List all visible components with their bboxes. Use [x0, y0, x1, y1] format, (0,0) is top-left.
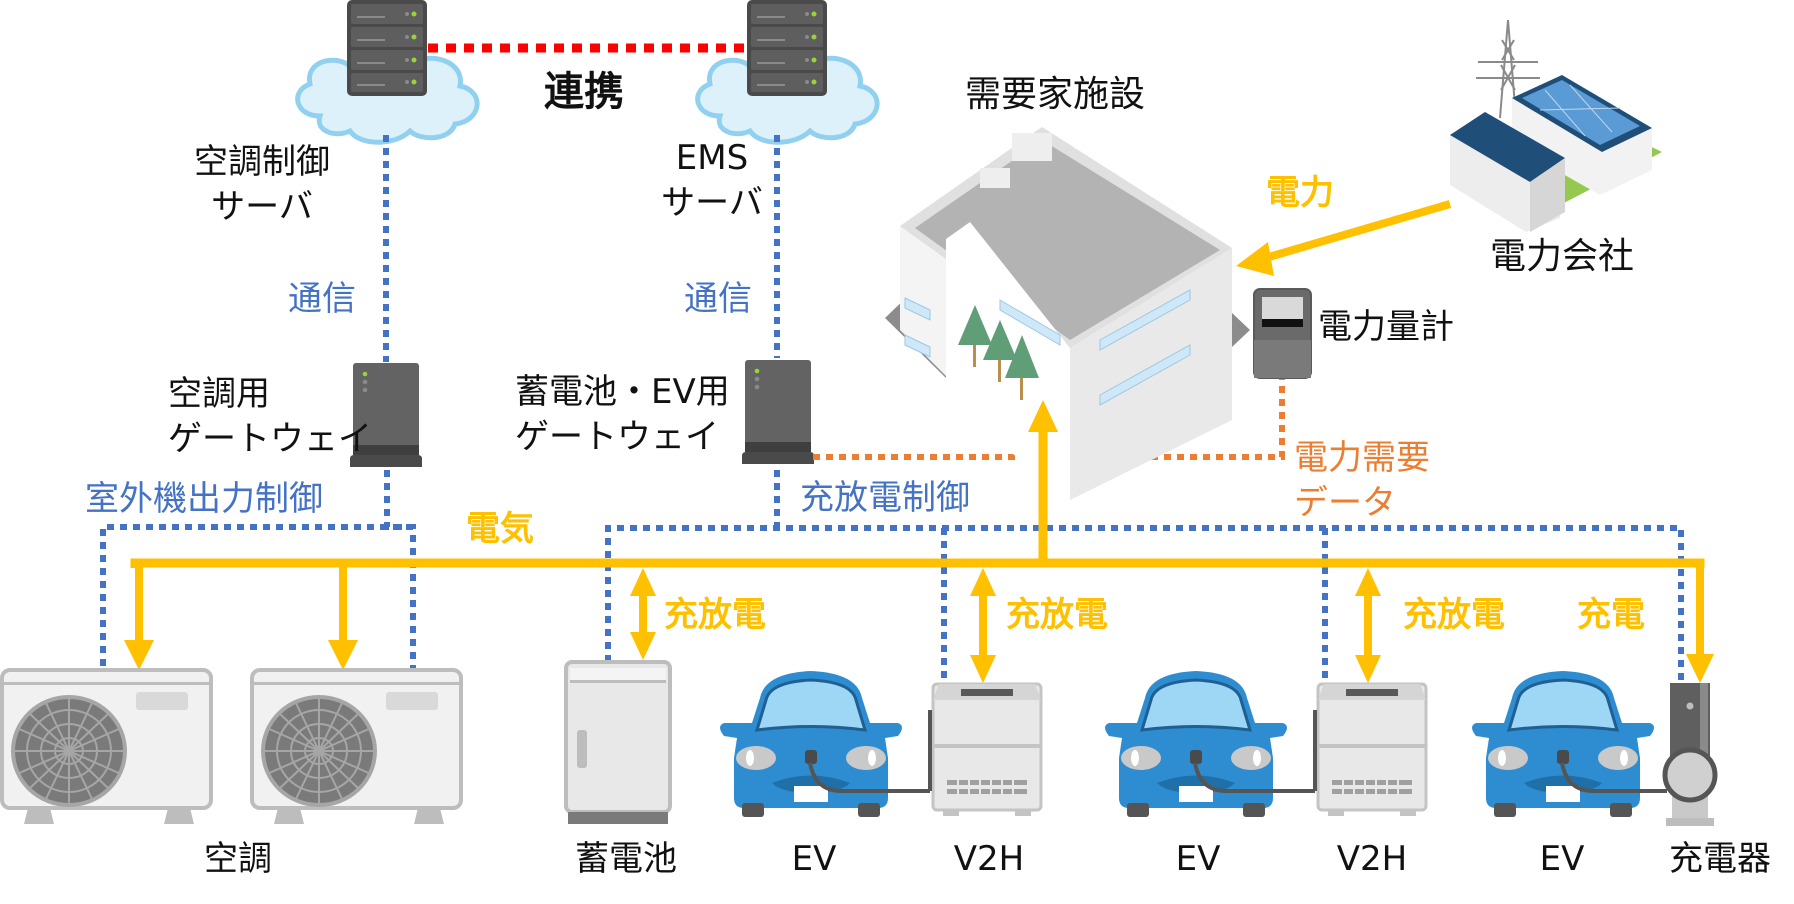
battery-flow-label: 充放電 [664, 595, 766, 635]
ac-control-line-left [100, 524, 413, 668]
charger-flow-label: 充電 [1577, 595, 1645, 635]
ac-control-server-label-line2: サーバ [211, 186, 313, 227]
outdoor-ac-unit-2-icon [250, 668, 463, 826]
link-label: 連携 [544, 69, 624, 115]
facility-building-icon [885, 127, 1250, 500]
battery-cabinet-icon [564, 660, 672, 824]
v2h1-flow-arrow-up [970, 568, 996, 596]
v2h1-flow-arrow-down [970, 655, 996, 683]
ac2-feed-arrowhead [328, 640, 358, 670]
v2h-1-icon [931, 682, 1043, 818]
ev-charger-icon [1662, 683, 1718, 826]
device-label-v2h2: V2H [1336, 839, 1408, 879]
demand-data-label-line1: 電力需要 [1294, 438, 1430, 478]
electric-riser-arrowhead [1028, 400, 1058, 432]
ev-3-icon [1470, 669, 1656, 819]
battery-flow-arrow-down [630, 632, 656, 660]
electricity-label: 電気 [466, 509, 534, 549]
demand-data-label: 電力需要 データ [1294, 436, 1430, 526]
demand-data-label-line2: データ [1294, 482, 1396, 523]
charge-discharge-control-label: 充放電制御 [800, 478, 970, 518]
device-label-battery: 蓄電池 [575, 839, 677, 879]
ems-server-label: EMS サーバ [661, 136, 763, 226]
battery-ev-gateway-icon [742, 360, 814, 464]
battery-flow-arrow-up [630, 568, 656, 596]
v2h2-flow-arrow-up [1355, 568, 1381, 596]
electric-bus [130, 558, 1705, 568]
power-supply-arrowhead [1236, 242, 1274, 276]
ac-gateway-label: 空調用 ゲートウェイ [168, 372, 372, 462]
ac-gateway-label-line2: ゲートウェイ [168, 418, 372, 459]
charger-feed-arrowhead [1686, 654, 1714, 683]
v2h1-flow-label: 充放電 [1006, 595, 1108, 635]
utility-label: 電力会社 [1490, 236, 1635, 277]
ev-2-icon [1103, 669, 1289, 819]
battery-ev-gateway-label-line2: ゲートウェイ [515, 416, 719, 457]
device-label-ac: 空調 [204, 839, 272, 879]
ac-control-server-label-line1: 空調制御 [194, 142, 330, 182]
device-label-ev1: EV [791, 839, 837, 879]
ac-control-server-label: 空調制御 サーバ [194, 140, 330, 230]
power-company-icon [1450, 19, 1662, 232]
facility-label: 需要家施設 [965, 74, 1146, 115]
ac-control-server-icon [347, 0, 427, 96]
device-label-v2h1: V2H [953, 839, 1025, 879]
device-label-charger: 充電器 [1669, 839, 1771, 879]
outdoor-ac-unit-1-icon [0, 668, 213, 826]
ac-output-control-label: 室外機出力制御 [85, 479, 323, 519]
comm-label-left: 通信 [288, 279, 356, 319]
ac1-feed-arrowhead [124, 640, 154, 670]
ac-gateway-label-line1: 空調用 [168, 374, 270, 414]
ems-server-icon [747, 0, 827, 96]
ac-control-line-right [384, 470, 416, 668]
ev1-cable [808, 762, 930, 793]
ems-server-label-line2: サーバ [661, 182, 763, 223]
meter-label: 電力量計 [1318, 307, 1454, 347]
v2h2-flow-label: 充放電 [1403, 595, 1505, 635]
v2h2-flow-arrow-down [1355, 655, 1381, 683]
battery-ev-gateway-label: 蓄電池・EV用 ゲートウェイ [515, 370, 730, 460]
device-label-ev2: EV [1175, 839, 1221, 879]
charge-control-bus [605, 525, 1684, 682]
battery-ev-gateway-label-line1: 蓄電池・EV用 [515, 372, 730, 412]
power-label: 電力 [1266, 173, 1334, 213]
device-label-ev3: EV [1539, 839, 1585, 879]
v2h-2-icon [1316, 682, 1428, 818]
ev2-cable [1193, 762, 1315, 793]
ems-server-label-line1: EMS [675, 138, 749, 178]
comm-label-right: 通信 [684, 279, 752, 319]
ev-1-icon [718, 669, 904, 819]
ev3-cable [1560, 762, 1667, 793]
power-meter-icon [1253, 288, 1312, 379]
power-supply-line [1260, 200, 1452, 263]
